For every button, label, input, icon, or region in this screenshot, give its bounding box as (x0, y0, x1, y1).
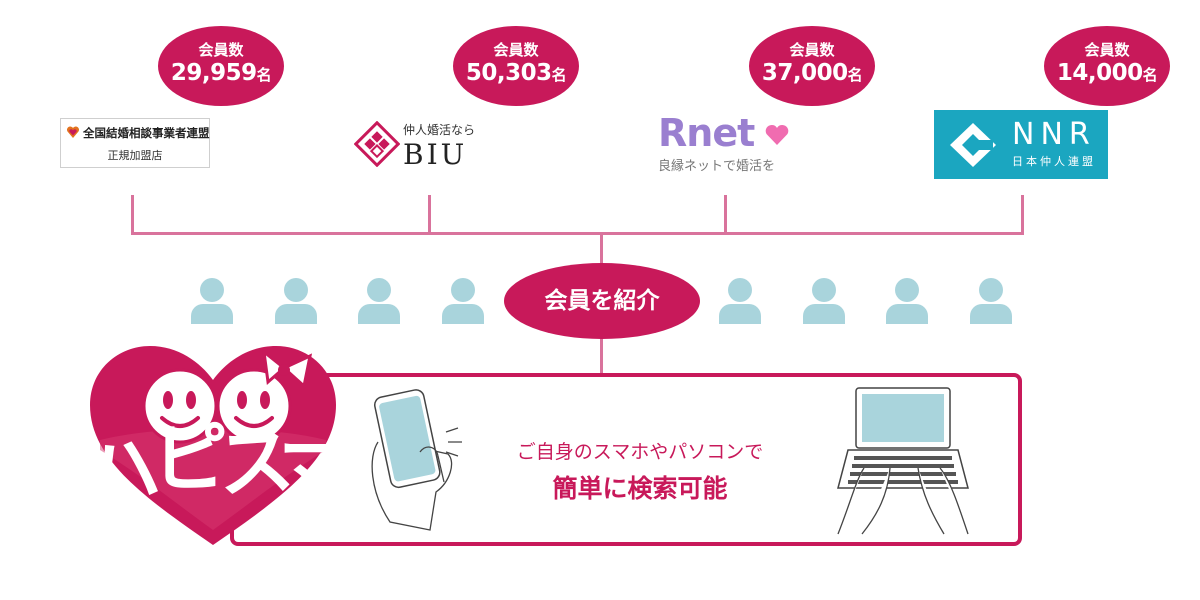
member-count-label: 会員数 (789, 41, 835, 59)
zenkoku-heart-icon (66, 126, 80, 138)
zenkoku-logo: 全国結婚相談事業者連盟 正規加盟店 (60, 118, 210, 168)
person-icon (886, 278, 928, 324)
rnet-logo-subtitle: 良縁ネットで婚活を (658, 159, 776, 174)
nnr-logo-subtitle: 日本仲人連盟 (1012, 155, 1096, 168)
member-count-value: 29,959名 (170, 60, 272, 86)
person-icon (442, 278, 484, 324)
member-count-bubble-biu: 会員数 50,303名 (453, 26, 579, 106)
zenkoku-logo-title: 全国結婚相談事業者連盟 (83, 126, 210, 140)
connector-drop-rnet (724, 195, 727, 235)
connector-drop-nnr (1021, 195, 1024, 235)
member-count-label: 会員数 (1084, 41, 1130, 59)
introduce-members-badge: 会員を紹介 (504, 263, 700, 339)
brand-char: ピ (152, 414, 228, 503)
panel-caption-line1: ご自身のスマホやパソコンで (516, 441, 764, 463)
panel-caption-line2: 簡単に検索可能 (552, 474, 728, 503)
rnet-logo-title: Rnet (658, 111, 755, 155)
person-icon (191, 278, 233, 324)
member-count-value: 37,000名 (761, 60, 863, 86)
person-icon (970, 278, 1012, 324)
nnr-logo: NNR 日本仲人連盟 (934, 110, 1108, 179)
nnr-mark-icon (950, 123, 996, 167)
connector-to-center (600, 232, 603, 264)
person-icon (803, 278, 845, 324)
member-count-value: 50,303名 (465, 60, 567, 86)
rnet-heart-icon (765, 124, 789, 145)
member-count-value: 14,000名 (1056, 60, 1158, 86)
person-icon (275, 278, 317, 324)
biu-mark-icon (354, 121, 400, 167)
connector-drop-biu (428, 195, 431, 235)
brand-char: マ (278, 426, 354, 515)
biu-logo-subtitle: 仲人婚活なら (403, 123, 476, 137)
member-count-bubble-zenkoku: 会員数 29,959名 (158, 26, 284, 106)
happy-sma-brand-text: ハ ピ ス マ (80, 415, 354, 518)
member-count-bubble-rnet: 会員数 37,000名 (749, 26, 875, 106)
person-icon (358, 278, 400, 324)
member-count-bubble-nnr: 会員数 14,000名 (1044, 26, 1170, 106)
laptop-hands-icon (837, 387, 969, 535)
zenkoku-logo-subtitle: 正規加盟店 (107, 149, 163, 162)
connector-drop-zenkoku (131, 195, 134, 235)
connector-to-panel (600, 338, 603, 374)
nnr-logo-title: NNR (1012, 117, 1096, 152)
smartphone-hand-icon (371, 389, 462, 531)
biu-logo-title: BIU (403, 138, 468, 171)
connector-horizontal (131, 232, 1024, 235)
heart-mascot-icon (90, 346, 336, 545)
member-count-label: 会員数 (493, 41, 539, 59)
brand-char: ハ (79, 422, 165, 519)
person-icon (719, 278, 761, 324)
member-count-label: 会員数 (198, 41, 244, 59)
